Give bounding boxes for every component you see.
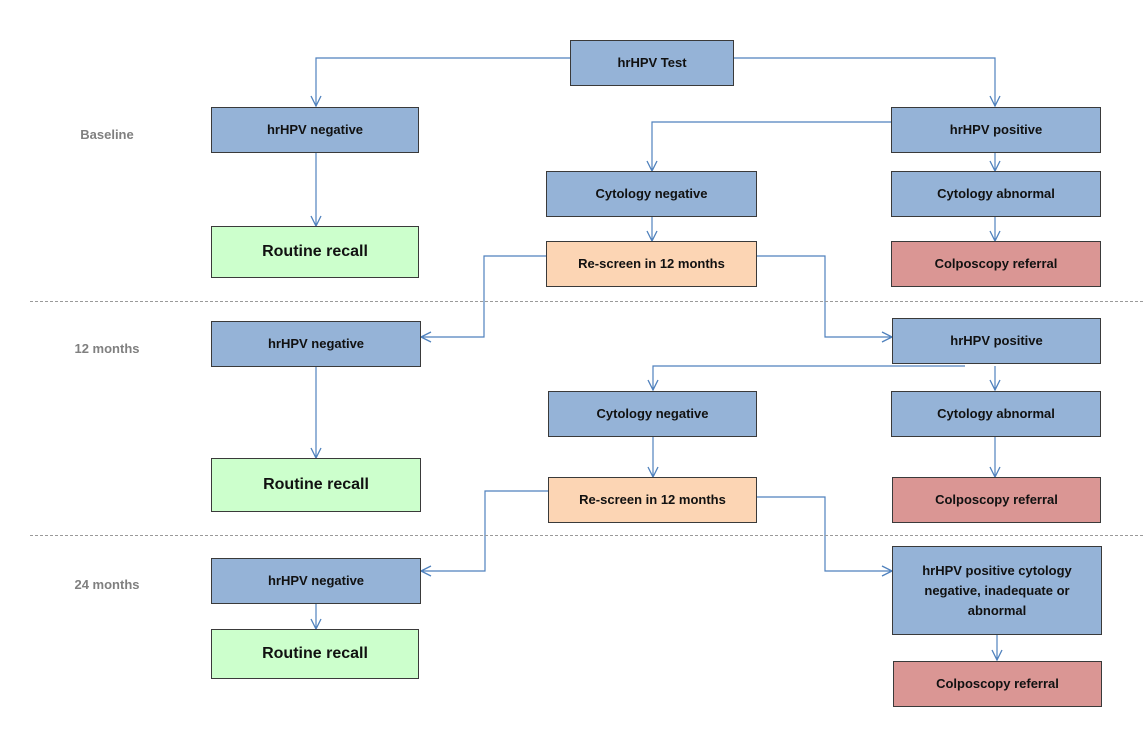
12m-hrhpv-negative-box: hrHPV negative — [211, 321, 421, 367]
arrow-test-to-positive — [733, 57, 995, 106]
12m-routine-recall-box: Routine recall — [211, 458, 421, 512]
arrow-positive-to-cyto-neg — [652, 121, 892, 171]
baseline-colposcopy-referral-box: Colposcopy referral — [891, 241, 1101, 287]
stage-label-baseline: Baseline — [80, 127, 134, 142]
12m-colposcopy-referral-box: Colposcopy referral — [892, 477, 1101, 523]
arrow-rescreen-to-12m-positive — [756, 255, 892, 337]
baseline-hrhpv-positive-box: hrHPV positive — [891, 107, 1101, 153]
24m-colposcopy-referral-box: Colposcopy referral — [893, 661, 1102, 707]
24m-hrhpv-negative-box: hrHPV negative — [211, 558, 421, 604]
12m-hrhpv-positive-box: hrHPV positive — [892, 318, 1101, 364]
stage-label-24-months: 24 months — [74, 577, 140, 592]
baseline-routine-recall-box: Routine recall — [211, 226, 419, 278]
arrow-rescreen-to-12m-negative — [421, 255, 547, 337]
24m-hrhpv-positive-result-box: hrHPV positive cytology negative, inadeq… — [892, 546, 1102, 635]
12m-cytology-negative-box: Cytology negative — [548, 391, 757, 437]
baseline-rescreen-box: Re-screen in 12 months — [546, 241, 757, 287]
baseline-cytology-abnormal-box: Cytology abnormal — [891, 171, 1101, 217]
24m-routine-recall-box: Routine recall — [211, 629, 419, 679]
baseline-hrhpv-negative-box: hrHPV negative — [211, 107, 419, 153]
12m-cytology-abnormal-box: Cytology abnormal — [891, 391, 1101, 437]
baseline-12m-divider — [30, 301, 1143, 302]
12m-rescreen-box: Re-screen in 12 months — [548, 477, 757, 523]
arrow-12m-positive-to-cyto-neg — [653, 365, 965, 390]
arrow-12m-rescreen-to-24m-negative — [421, 490, 548, 571]
stage-label-12-months: 12 months — [74, 341, 140, 356]
arrow-test-to-negative — [316, 57, 570, 106]
arrow-12m-rescreen-to-24m-positive — [756, 496, 892, 571]
12m-24m-divider — [30, 535, 1143, 536]
hrhpv-test-box: hrHPV Test — [570, 40, 734, 86]
baseline-cytology-negative-box: Cytology negative — [546, 171, 757, 217]
